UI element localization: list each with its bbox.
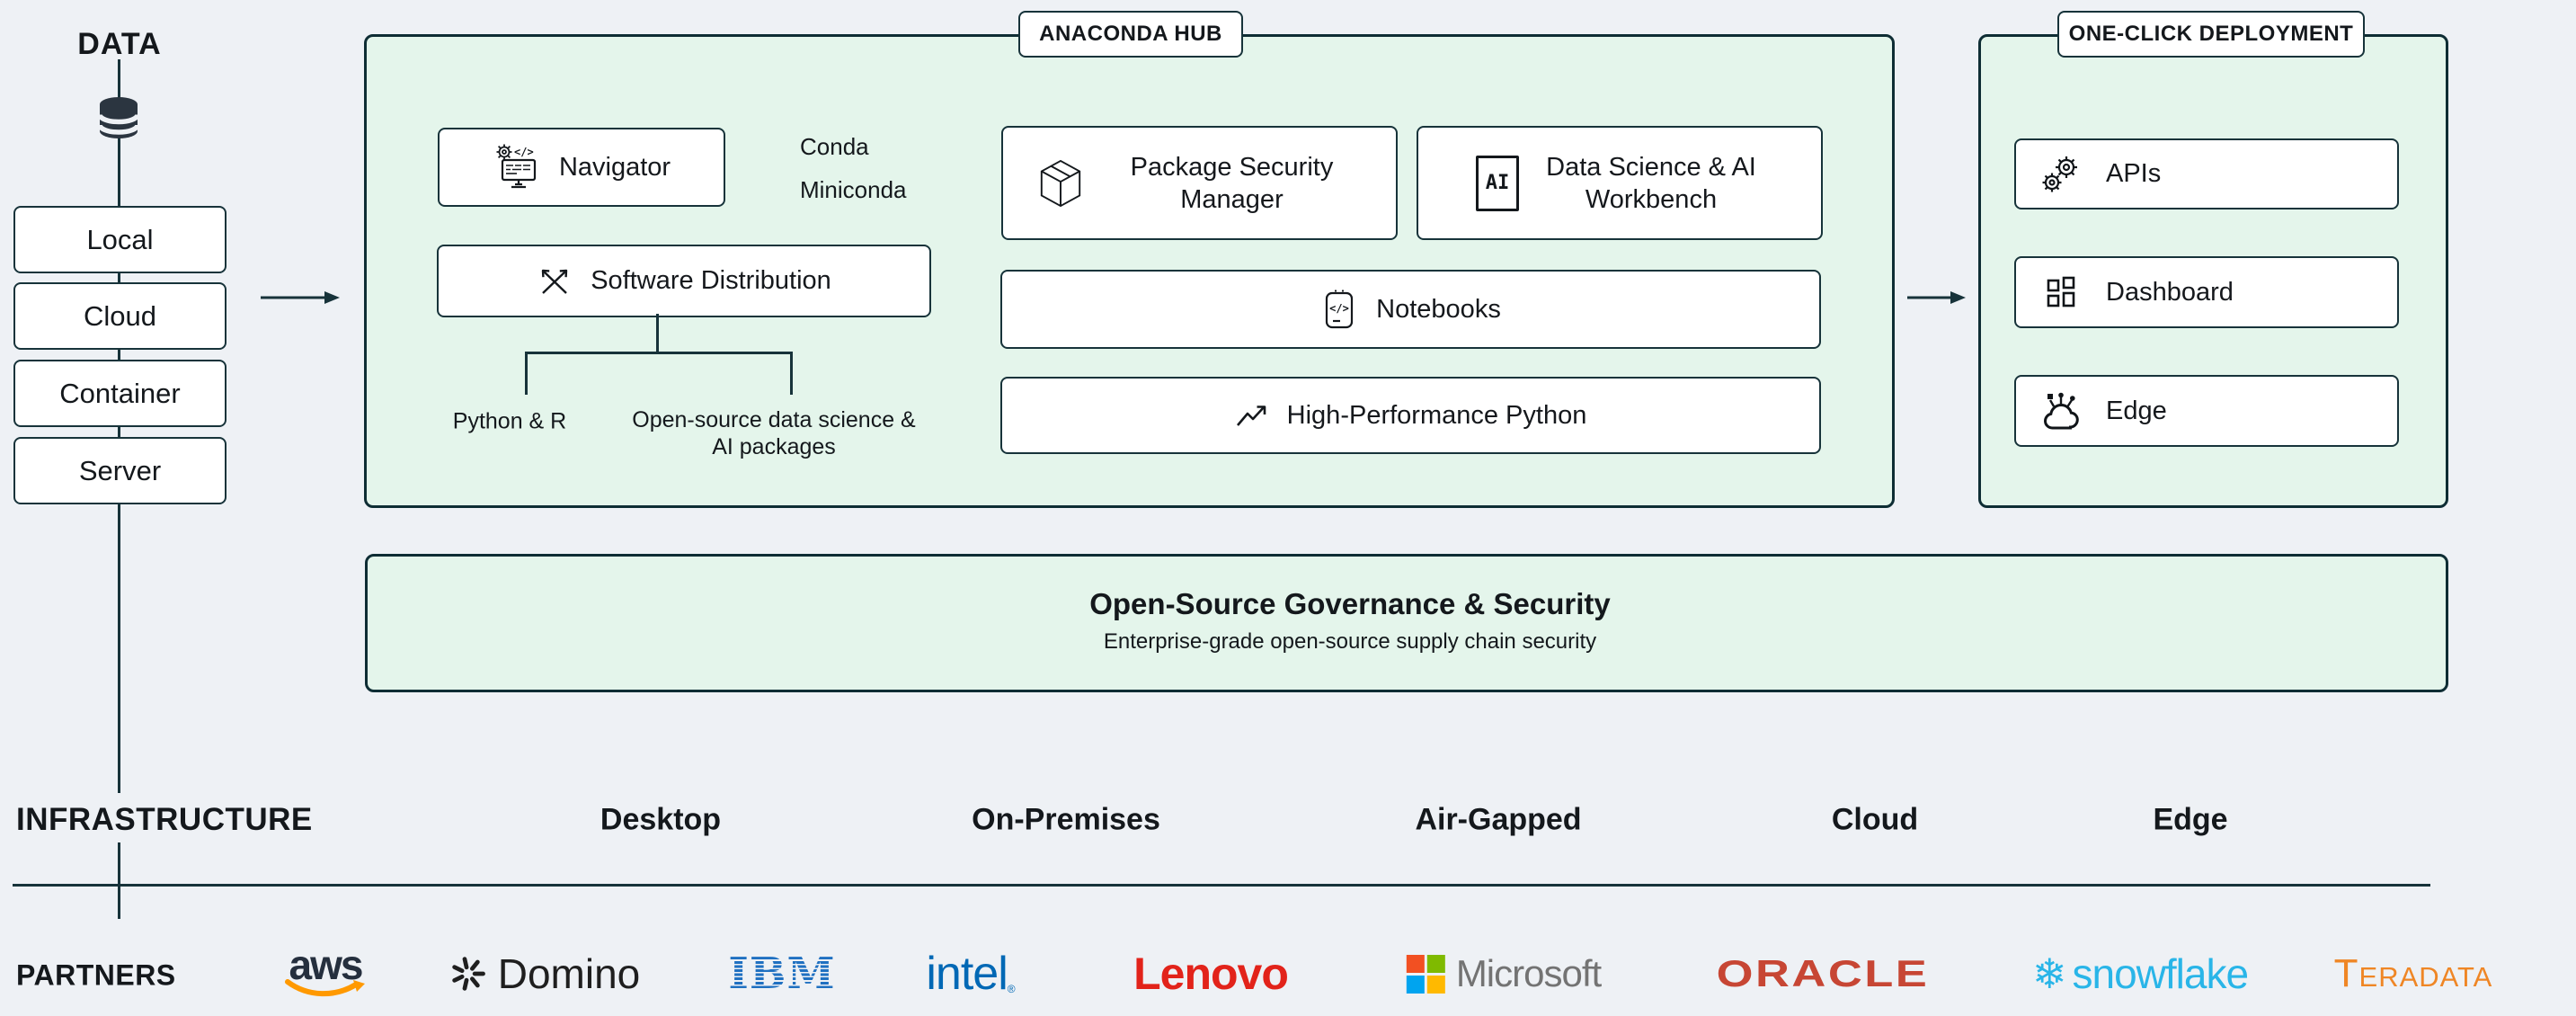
navigator-box: </> Navigator [438,128,725,207]
oracle-wordmark: ORACLE [1716,952,1930,994]
partner-logo-domino: Domino [449,949,641,998]
package-cube-icon [1037,157,1084,209]
partner-logo-snowflake: ❄ snowflake [2031,949,2249,998]
notebooks-label: Notebooks [1376,294,1501,324]
dashboard-label: Dashboard [2106,277,2234,307]
governance-title: Open-Source Governance & Security [1089,586,1611,620]
apis-label: APIs [2106,159,2162,188]
software-distribution-box: Software Distribution [437,245,931,317]
teradata-wordmark: Teradata [2333,951,2493,995]
partner-logo-lenovo: Lenovo [1133,948,1289,1000]
iot-cloud-icon [2039,391,2083,431]
data-source-local: Local [13,206,227,273]
branch-open-source-label: Open-source data science & AI packages [632,407,916,459]
code-notebook-icon: </> [1320,289,1358,330]
microsoft-squares-icon [1406,954,1445,994]
ibm-wordmark: IBM [728,949,836,999]
lenovo-wordmark: Lenovo [1133,949,1289,999]
aws-smile-icon [284,979,367,1001]
notebooks-box: </> Notebooks [1000,270,1821,349]
miniconda-label: Miniconda [800,176,907,203]
data-source-label: Container [59,377,181,409]
software-distribution-label: Software Distribution [591,266,831,295]
infrastructure-item-edge: Edge [2153,802,2228,837]
infrastructure-item-on-premises: On-Premises [972,802,1160,837]
data-source-cloud: Cloud [13,282,227,350]
gears-icon [2039,154,2083,195]
partner-logo-aws: aws [284,941,367,1001]
high-performance-python-box: High-Performance Python [1000,377,1821,454]
svg-text:</>: </> [514,146,534,158]
grid-squares-icon [2039,275,2083,309]
data-science-ai-workbench-box: AI Data Science & AI Workbench [1417,126,1823,240]
apis-box: APIs [2014,138,2399,209]
database-icon [92,95,146,140]
partner-logo-ibm: IBM [728,949,835,999]
data-spine-line-lower [118,842,120,919]
intel-registered-mark: ® [1007,983,1016,995]
tree-branch-left-line [525,352,528,395]
data-source-label: Cloud [84,299,156,332]
one-click-deployment-tag: ONE-CLICK DEPLOYMENT [2057,11,2365,58]
governance-banner [365,554,2448,692]
partner-logo-microsoft: Microsoft [1406,952,1602,995]
snowflake-wordmark: snowflake [2072,950,2249,997]
navigator-icon: </> [493,143,545,192]
one-click-deployment-tag-label: ONE-CLICK DEPLOYMENT [2068,22,2354,46]
data-source-label: Local [86,223,154,255]
tree-branch-line [525,352,793,354]
edge-box: Edge [2014,375,2399,447]
snowflake-icon: ❄ [2031,950,2067,997]
governance-subtitle: Enterprise-grade open-source supply chai… [1103,628,1597,654]
flow-arrow-hub-to-deployment [1905,289,1968,307]
governance-content: Open-Source Governance & Security Enterp… [365,554,2335,687]
partner-logo-oracle: ORACLE [1717,952,1927,995]
data-science-ai-workbench-label: Data Science & AI Workbench [1546,152,1756,214]
branch-python-r-label: Python & R [452,408,567,434]
conda-label: Conda [800,133,869,160]
data-column-title: DATA [77,27,162,61]
tree-branch-right-line [790,352,793,395]
tree-stem-line [656,314,659,353]
trend-up-icon [1235,402,1269,429]
infrastructure-item-air-gapped: Air-Gapped [1415,802,1582,837]
microsoft-wordmark: Microsoft [1455,952,1602,994]
infrastructure-label: INFRASTRUCTURE [16,802,313,837]
data-source-container: Container [13,360,227,427]
partner-logo-teradata: Teradata [2334,951,2493,996]
anaconda-hub-tag: ANACONDA HUB [1018,11,1243,58]
svg-text:</>: </> [1329,302,1349,315]
partners-label: PARTNERS [16,958,176,992]
package-security-manager-box: Package Security Manager [1001,126,1398,240]
ai-badge-icon: AI [1476,155,1519,211]
aws-wordmark: aws [289,941,364,988]
infrastructure-item-desktop: Desktop [600,802,722,837]
dashboard-box: Dashboard [2014,256,2399,328]
infrastructure-divider-line [13,884,2430,887]
package-security-manager-label: Package Security Manager [1130,152,1334,214]
infrastructure-item-cloud: Cloud [1831,802,1919,837]
high-performance-python-label: High-Performance Python [1286,400,1587,430]
flow-arrow-data-to-hub [259,289,342,307]
crossed-arrows-icon [537,264,573,299]
ai-badge-text: AI [1485,172,1510,194]
domino-wordmark: Domino [497,950,641,997]
partner-logo-intel: intel ® [926,947,1015,1001]
navigator-label: Navigator [558,152,671,182]
data-source-server: Server [13,437,227,504]
domino-swirl-icon [449,955,487,993]
anaconda-hub-tag-label: ANACONDA HUB [1039,22,1222,46]
data-source-label: Server [78,454,162,486]
intel-wordmark: intel [926,948,1008,1000]
edge-label: Edge [2106,396,2167,425]
